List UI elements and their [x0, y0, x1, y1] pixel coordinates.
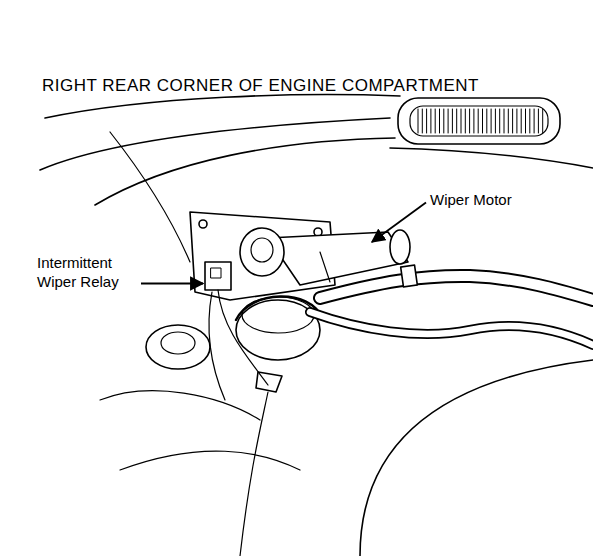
grille-fin: [542, 109, 543, 133]
relay: [205, 262, 231, 290]
grille-fin: [516, 109, 517, 133]
grille-fin: [521, 109, 522, 133]
cowl-line: [95, 138, 395, 205]
grille-fin: [456, 109, 457, 133]
body-contour: [120, 451, 300, 470]
part-label: Intermittent Wiper Relay: [37, 253, 141, 291]
grille-fin: [499, 109, 500, 133]
hose-clamp: [401, 265, 418, 287]
cowl-line: [40, 118, 390, 170]
body-contour: [100, 391, 260, 420]
grille-fin: [465, 109, 466, 133]
grille-fin: [486, 109, 487, 133]
grille-fin: [422, 109, 423, 133]
grille-fin: [529, 109, 530, 133]
relay: [211, 268, 221, 278]
wire: [218, 290, 268, 385]
round-cap: [146, 325, 210, 369]
grille-fin: [452, 109, 453, 133]
connector: [256, 372, 282, 392]
gearbox: [251, 238, 273, 262]
part-label: Wiper Motor: [430, 190, 512, 209]
wire: [209, 292, 225, 400]
grille-fin: [478, 109, 479, 133]
grille-fin: [473, 109, 474, 133]
hose: [320, 276, 593, 300]
grille-fin: [443, 109, 444, 133]
grille-fin: [418, 109, 419, 133]
figure-title: RIGHT REAR CORNER OF ENGINE COMPARTMENT: [42, 76, 479, 96]
grille-fin: [439, 109, 440, 133]
grille-fin: [482, 109, 483, 133]
grille-fin: [525, 109, 526, 133]
wire: [110, 132, 190, 262]
grille-fin: [469, 109, 470, 133]
grille-fin: [538, 109, 539, 133]
grille-fin: [508, 109, 509, 133]
grille-fin: [504, 109, 505, 133]
cowl-line: [45, 95, 400, 118]
body-contour: [360, 360, 593, 556]
bolt: [199, 220, 207, 228]
vent-grille: [398, 98, 560, 144]
hose: [320, 276, 593, 300]
grille-fin: [448, 109, 449, 133]
hose: [310, 312, 593, 345]
grille-fin: [461, 109, 462, 133]
grille-fin: [491, 109, 492, 133]
grille-fins: [418, 109, 543, 133]
wiper-motor-end: [390, 230, 410, 264]
grille-fin: [512, 109, 513, 133]
round-cap: [161, 332, 195, 354]
gearbox: [240, 228, 284, 276]
wiper-motor: [320, 252, 330, 282]
vent-grille: [410, 106, 548, 136]
grille-fin: [430, 109, 431, 133]
grille-fin: [426, 109, 427, 133]
grille-fin: [534, 109, 535, 133]
hose: [310, 312, 593, 345]
leader-arrow: [372, 203, 426, 243]
cowl-line: [390, 148, 593, 168]
grille-fin: [435, 109, 436, 133]
grille-fin: [495, 109, 496, 133]
